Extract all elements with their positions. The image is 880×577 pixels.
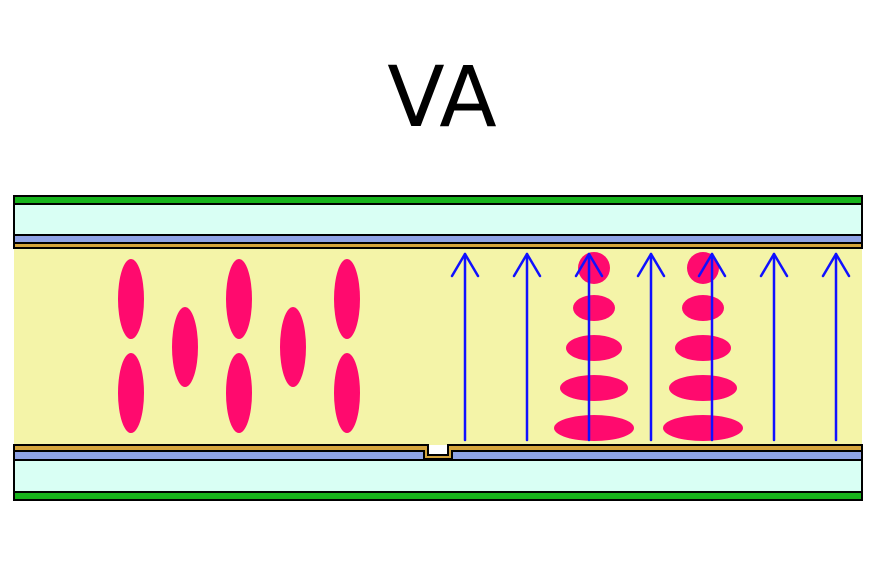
bottom-substrate <box>13 444 863 501</box>
lc-molecule <box>172 307 198 387</box>
bottom-alignment-layer <box>13 444 863 460</box>
top-alignment-layer <box>13 242 863 249</box>
lc-molecule <box>118 353 144 433</box>
top-substrate <box>13 195 863 249</box>
lc-molecule <box>554 415 634 441</box>
lc-molecule <box>334 259 360 339</box>
lc-molecule <box>226 259 252 339</box>
diagram-title: VA <box>387 48 497 146</box>
lc-molecule <box>573 295 615 321</box>
lc-molecule <box>118 259 144 339</box>
field-arrow-icon <box>450 252 480 442</box>
lc-molecule <box>663 415 743 441</box>
top-electrode <box>13 234 863 244</box>
field-arrow-icon <box>821 252 851 442</box>
top-glass <box>13 203 863 236</box>
lc-molecule <box>334 353 360 433</box>
lc-molecule <box>675 335 731 361</box>
bottom-glass <box>13 459 863 493</box>
lc-molecule <box>578 252 610 284</box>
field-arrow-icon <box>759 252 789 442</box>
lc-molecule <box>280 307 306 387</box>
bottom-polarizer <box>13 491 863 501</box>
electric-field-arrows <box>450 252 851 442</box>
lc-molecule <box>566 335 622 361</box>
lc-molecule <box>560 375 628 401</box>
field-arrow-icon <box>574 252 604 442</box>
lc-molecule <box>226 353 252 433</box>
off-state-molecules <box>118 259 360 433</box>
lc-molecule <box>682 295 724 321</box>
field-arrow-icon <box>512 252 542 442</box>
field-arrow-icon <box>697 252 727 442</box>
top-polarizer <box>13 195 863 205</box>
field-arrow-icon <box>636 252 666 442</box>
lc-molecule <box>669 375 737 401</box>
